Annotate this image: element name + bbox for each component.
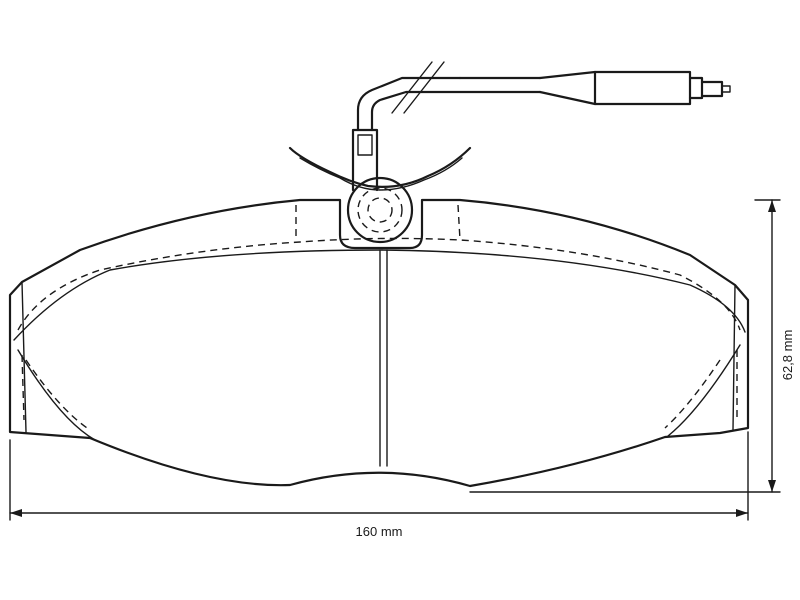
height-dimension <box>469 199 781 493</box>
centre-slot <box>379 249 388 467</box>
anti-rattle-spring <box>288 146 472 191</box>
backing-plate <box>8 198 750 488</box>
sensor-cable <box>356 61 731 132</box>
height-label: 62,8 mm <box>780 330 795 381</box>
hidden-edges <box>17 204 741 431</box>
width-label: 160 mm <box>356 524 403 539</box>
friction-lining <box>13 249 746 441</box>
wear-sensor-body <box>351 128 379 192</box>
sensor-boss <box>346 176 414 244</box>
width-dimension <box>9 431 749 521</box>
